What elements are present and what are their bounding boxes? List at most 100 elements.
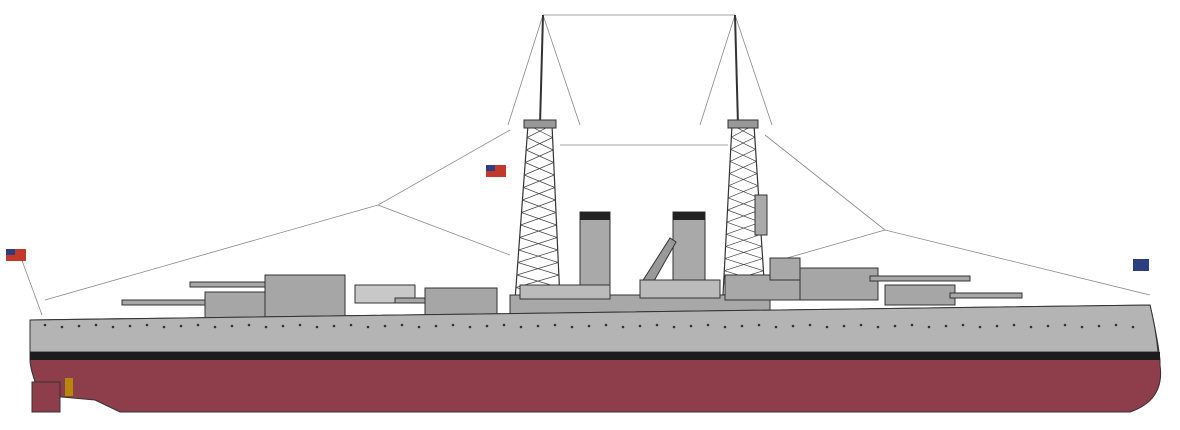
flag-mast	[486, 165, 506, 177]
lattice-strut	[519, 224, 557, 238]
porthole	[1080, 325, 1084, 329]
lattice-strut	[525, 137, 553, 151]
lattice-strut	[728, 173, 758, 187]
porthole	[536, 324, 540, 328]
hull	[29, 304, 1162, 413]
porthole	[910, 323, 914, 327]
porthole	[774, 325, 778, 329]
porthole	[298, 323, 302, 327]
porthole	[842, 324, 846, 328]
mast-poles	[539, 14, 739, 126]
lattice-strut	[517, 249, 558, 263]
porthole	[655, 323, 659, 327]
porthole	[264, 325, 268, 329]
porthole	[621, 325, 625, 329]
porthole	[944, 324, 948, 328]
porthole	[366, 325, 370, 329]
lattice-strut	[725, 233, 762, 247]
porthole	[587, 324, 591, 328]
cage-mast-aft	[514, 119, 561, 301]
porthole	[570, 325, 574, 329]
porthole	[553, 323, 557, 327]
lattice-strut	[730, 136, 755, 150]
porthole	[1114, 323, 1118, 327]
porthole	[995, 324, 999, 328]
funnels	[579, 211, 706, 298]
porthole	[485, 324, 489, 328]
lattice-strut	[516, 262, 559, 276]
lattice-strut	[726, 209, 760, 223]
porthole	[1012, 323, 1016, 327]
porthole	[1131, 325, 1135, 329]
porthole	[604, 323, 608, 327]
porthole	[315, 325, 319, 329]
porthole	[740, 324, 744, 328]
porthole	[791, 324, 795, 328]
porthole	[893, 324, 897, 328]
porthole	[1046, 324, 1050, 328]
lattice-strut	[727, 197, 759, 211]
rigging	[19, 14, 1151, 316]
porthole	[723, 325, 727, 329]
lattice-strut	[724, 246, 762, 259]
porthole	[689, 324, 693, 328]
porthole	[383, 324, 387, 328]
lattice-strut	[522, 187, 555, 201]
porthole	[672, 325, 676, 329]
porthole	[706, 323, 710, 327]
porthole	[77, 324, 81, 328]
lattice-strut	[729, 148, 756, 162]
porthole	[859, 323, 863, 327]
porthole	[417, 325, 421, 329]
portholes	[43, 323, 1135, 329]
porthole	[400, 323, 404, 327]
porthole	[1097, 324, 1101, 328]
porthole	[927, 325, 931, 329]
main-turrets	[121, 267, 1023, 319]
cage-mast-fore	[722, 119, 768, 296]
porthole	[247, 323, 251, 327]
porthole	[332, 324, 336, 328]
lattice-strut	[724, 258, 763, 272]
porthole	[94, 323, 98, 327]
lattice-strut	[518, 237, 558, 251]
porthole	[961, 323, 965, 327]
porthole	[757, 323, 761, 327]
porthole	[281, 324, 285, 328]
porthole	[179, 324, 183, 328]
porthole	[60, 325, 64, 329]
porthole	[978, 325, 982, 329]
lattice-strut	[525, 149, 554, 163]
porthole	[230, 324, 234, 328]
porthole	[213, 325, 217, 329]
lattice-strut	[521, 199, 556, 213]
porthole	[825, 325, 829, 329]
lattice-strut	[524, 162, 554, 176]
propeller-icon	[65, 378, 73, 396]
porthole	[451, 323, 455, 327]
porthole	[808, 323, 812, 327]
porthole	[434, 324, 438, 328]
lattice-strut	[523, 174, 555, 188]
flag-stern	[6, 249, 26, 261]
flag-bow	[1133, 259, 1149, 271]
lattice-strut	[728, 185, 759, 199]
porthole	[519, 325, 523, 329]
porthole	[145, 323, 149, 327]
lattice-strut	[729, 161, 757, 174]
porthole	[196, 323, 200, 327]
porthole	[638, 324, 642, 328]
porthole	[502, 323, 506, 327]
porthole	[1063, 323, 1067, 327]
porthole	[128, 324, 132, 328]
porthole	[349, 323, 353, 327]
porthole	[43, 323, 47, 327]
superstructure	[354, 257, 806, 316]
porthole	[1029, 325, 1033, 329]
porthole	[876, 325, 880, 329]
lattice-strut	[520, 212, 557, 226]
porthole	[468, 325, 472, 329]
porthole	[162, 325, 166, 329]
